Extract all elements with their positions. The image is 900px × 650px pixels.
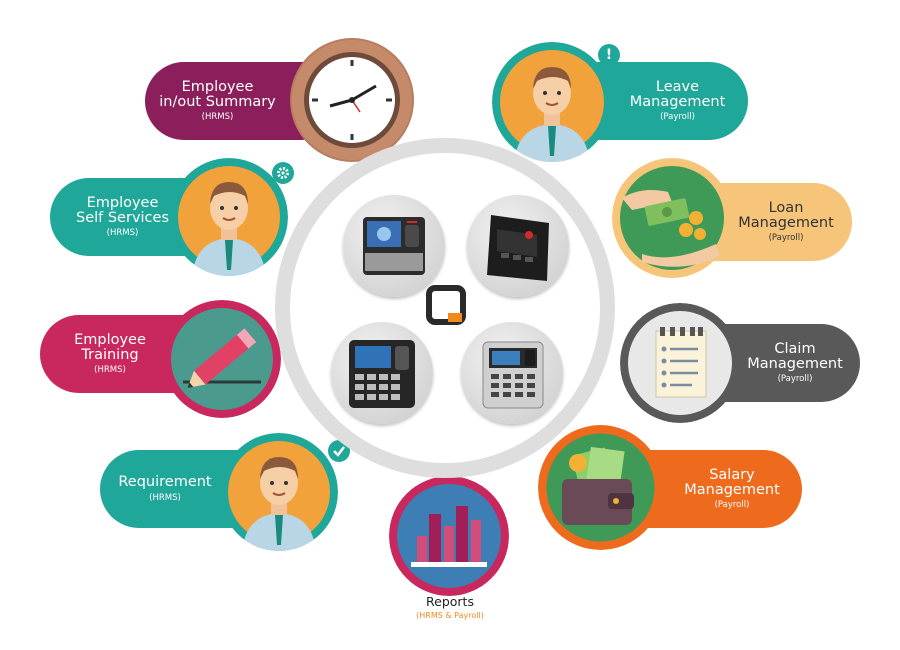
requirement-sub: (HRMS) (149, 492, 181, 503)
requirement-title: Requirement (118, 474, 212, 491)
biometric-device-icon[interactable] (461, 322, 563, 424)
alert-glyph: ! (605, 47, 613, 63)
inout-title-2: in/out Summary (159, 94, 276, 111)
self-title-1: Employee (86, 194, 159, 211)
wallet-icon[interactable] (538, 425, 663, 550)
report-chart-icon[interactable] (389, 476, 509, 596)
money-hands-icon[interactable] (612, 158, 732, 278)
inout-sub: (HRMS) (201, 112, 234, 123)
pencil-icon[interactable] (163, 300, 281, 418)
self-title-2: Self Services (75, 210, 169, 227)
loan-title-1: Loan (768, 199, 804, 216)
biometric-device-icon[interactable] (343, 195, 445, 297)
training-sub: (HRMS) (94, 365, 126, 376)
clock-icon[interactable] (290, 38, 414, 162)
gear-icon (272, 162, 294, 184)
alert-icon: ! (598, 44, 620, 66)
training-title-1: Employee (74, 331, 146, 348)
reports-label[interactable]: Reports (HRMS & Payroll) (380, 594, 520, 620)
salary-title-2: Management (684, 482, 780, 499)
claim-title-1: Claim (774, 340, 816, 357)
leave-title-2: Management (629, 94, 726, 111)
biometric-device-icon[interactable] (467, 195, 569, 297)
inout-title-1: Employee (181, 78, 254, 95)
claim-title-2: Management (747, 356, 843, 373)
employee-avatar-icon[interactable] (220, 433, 338, 551)
loan-sub: (Payroll) (768, 233, 804, 244)
training-title-2: Training (81, 347, 139, 364)
salary-sub: (Payroll) (714, 500, 750, 511)
salary-title-1: Salary (709, 466, 755, 483)
leave-sub: (Payroll) (660, 112, 695, 123)
loan-title-2: Management (738, 215, 834, 232)
biometric-device-icon[interactable] (331, 322, 433, 424)
self-sub: (HRMS) (106, 228, 139, 239)
leave-title-1: Leave (655, 78, 700, 95)
employee-avatar-icon[interactable] (170, 158, 288, 276)
logo-icon (426, 285, 466, 325)
claim-sub: (Payroll) (777, 374, 813, 385)
reports-sub: (HRMS & Payroll) (416, 611, 484, 620)
reports-title: Reports (426, 594, 474, 609)
employee-avatar-icon[interactable] (492, 42, 612, 162)
clipboard-icon[interactable] (620, 303, 740, 423)
